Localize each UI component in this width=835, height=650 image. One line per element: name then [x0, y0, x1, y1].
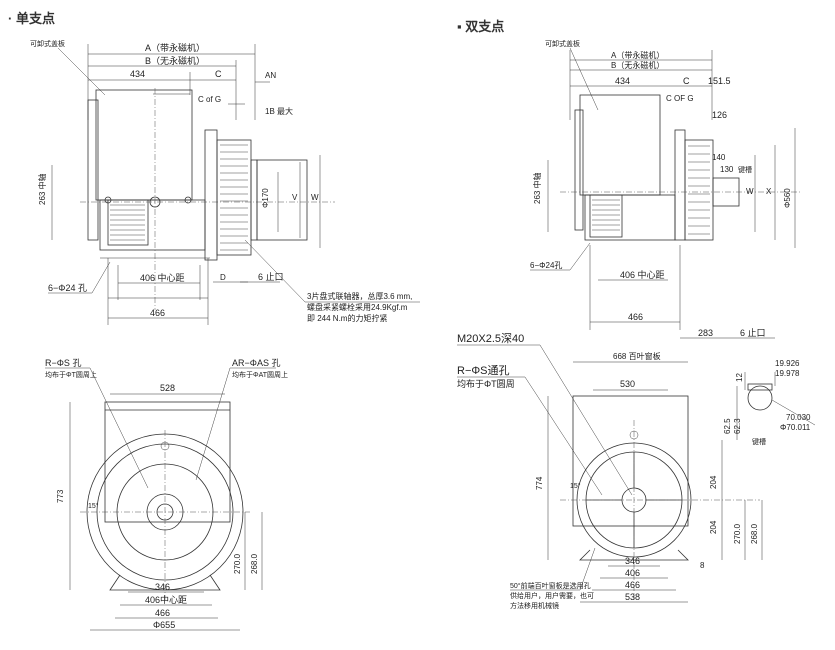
header-double-bearing: ▪ 双支点: [457, 19, 505, 34]
label-R-holes-sub: 均布于ΦT圆周上: [45, 370, 97, 379]
dim-140: 140: [712, 153, 726, 162]
dim-62-5: 62.5: [723, 418, 732, 434]
header-single-bearing: · 单支点: [8, 11, 55, 26]
dim-434: 434: [130, 69, 145, 79]
label-R-through-sub: 均布于ΦT圆周: [457, 378, 515, 389]
dim-655: Φ655: [153, 620, 175, 630]
dim-19-926: 19.926: [775, 359, 800, 368]
dim-AN: AN: [265, 71, 276, 80]
dim-6-2: 6 止口: [740, 327, 766, 338]
dim-19-978: 19.978: [775, 369, 800, 378]
dim-6: 6 止口: [258, 271, 284, 282]
dim-204b: 204: [709, 520, 718, 534]
dim-774: 774: [535, 476, 544, 490]
dim-W-2: W: [746, 187, 754, 196]
dim-346-2: 346: [625, 556, 640, 566]
dim-773: 773: [56, 489, 65, 503]
dim-406-center: 406中心距: [145, 594, 187, 605]
label-R-through: R−ΦS通孔: [457, 364, 509, 377]
dim-130: 130: [720, 165, 734, 174]
dim-151: 151.5: [708, 76, 731, 86]
label-R-holes: R−ΦS 孔: [45, 358, 81, 368]
dim-A: A（带永磁机）: [145, 42, 205, 53]
note-louver-1: 50°前端百叶窗板是选用孔: [510, 581, 591, 590]
dim-263: 263 中轴: [37, 173, 47, 205]
label-holes-2: 6−Φ24孔: [530, 261, 562, 270]
dim-346: 346: [155, 582, 170, 592]
dim-c-of-g: C of G: [198, 95, 221, 104]
label-AR-holes-sub: 均布于ΦAT圆周上: [232, 370, 288, 379]
note-louver-2: 供给用户，用户需要，也可: [510, 591, 594, 600]
dim-1b-max: 1B 最大: [265, 106, 293, 116]
dim-270-2: 270.0: [733, 523, 742, 544]
dim-528: 528: [160, 383, 175, 393]
dim-268: 268.0: [250, 553, 259, 574]
dim-phi170: Φ170: [261, 188, 270, 208]
dim-668: 668 百叶窗板: [613, 351, 661, 361]
dim-V: V: [292, 193, 298, 202]
dim-406-3: 406: [625, 568, 640, 578]
label-AR-holes: AR−ΦAS 孔: [232, 358, 280, 368]
label-thread: M20X2.5深40: [457, 332, 524, 345]
dim-C: C: [215, 69, 222, 79]
dim-70-011: Φ70.011: [780, 423, 811, 432]
single-front-view: R−ΦS 孔 均布于ΦT圆周上 AR−ΦAS 孔 均布于ΦAT圆周上 528 7…: [45, 358, 288, 631]
dim-204a: 204: [709, 475, 718, 489]
dim-70-030: 70.030: [786, 413, 811, 422]
dim-key: 键槽: [752, 437, 766, 446]
double-front-view: M20X2.5深40 R−ΦS通孔 均布于ΦT圆周 668 百叶窗板 530 7…: [457, 332, 816, 610]
single-side-view: A（带永磁机） B（无永磁机） 434 C AN C of G 1B 最大 可卸…: [30, 39, 420, 325]
dim-62-3: 62.3: [733, 418, 742, 434]
dim-keyway: 键槽: [738, 165, 752, 174]
dim-15deg-2: 15°: [570, 482, 581, 490]
dim-phi560: Φ560: [783, 188, 792, 208]
dim-268-2: 268.0: [750, 523, 759, 544]
dim-538: 538: [625, 592, 640, 602]
note-line-2: 螺盘采紧螺栓采用24.9Kgf.m: [307, 302, 408, 312]
dim-434-2: 434: [615, 76, 630, 86]
dim-466-2: 466: [628, 312, 643, 322]
dim-C-2: C: [683, 76, 690, 86]
dim-15deg: 15°: [88, 502, 99, 510]
double-side-view: 可卸式盖板 A（带永磁机） B（无永磁机） 434 C 151.5 C OF G…: [530, 39, 800, 339]
dim-B: B（无永磁机）: [145, 55, 205, 66]
dim-c-of-g-2: C OF G: [666, 94, 694, 103]
label-removable-cover: 可卸式盖板: [30, 39, 65, 48]
label-holes: 6−Φ24 孔: [48, 283, 87, 293]
dim-X: X: [766, 187, 772, 196]
dim-8: 8: [700, 561, 705, 570]
label-removable-cover-2: 可卸式盖板: [545, 39, 580, 48]
dim-406-2: 406 中心距: [620, 269, 665, 280]
dim-406: 406 中心距: [140, 272, 185, 283]
dim-D: D: [220, 273, 226, 282]
dim-12: 12: [735, 373, 744, 382]
note-line-1: 3片盘式联轴器，总厚3.6 mm,: [307, 291, 412, 301]
note-louver-3: 方法移用机械镜: [510, 601, 559, 610]
dim-W: W: [311, 193, 319, 202]
dim-263-2: 263 中轴: [532, 172, 542, 204]
dim-B-2: B（无永磁机）: [611, 60, 664, 70]
dim-270: 270.0: [233, 553, 242, 574]
dim-466: 466: [150, 308, 165, 318]
dim-466-3: 466: [625, 580, 640, 590]
dim-283: 283: [698, 328, 713, 338]
dim-A-2: A（带永磁机）: [611, 50, 664, 60]
dim-530: 530: [620, 379, 635, 389]
note-line-3: 即 244 N.m的力矩拧紧: [307, 313, 387, 323]
dim-126: 126: [712, 110, 727, 120]
dim-466b: 466: [155, 608, 170, 618]
